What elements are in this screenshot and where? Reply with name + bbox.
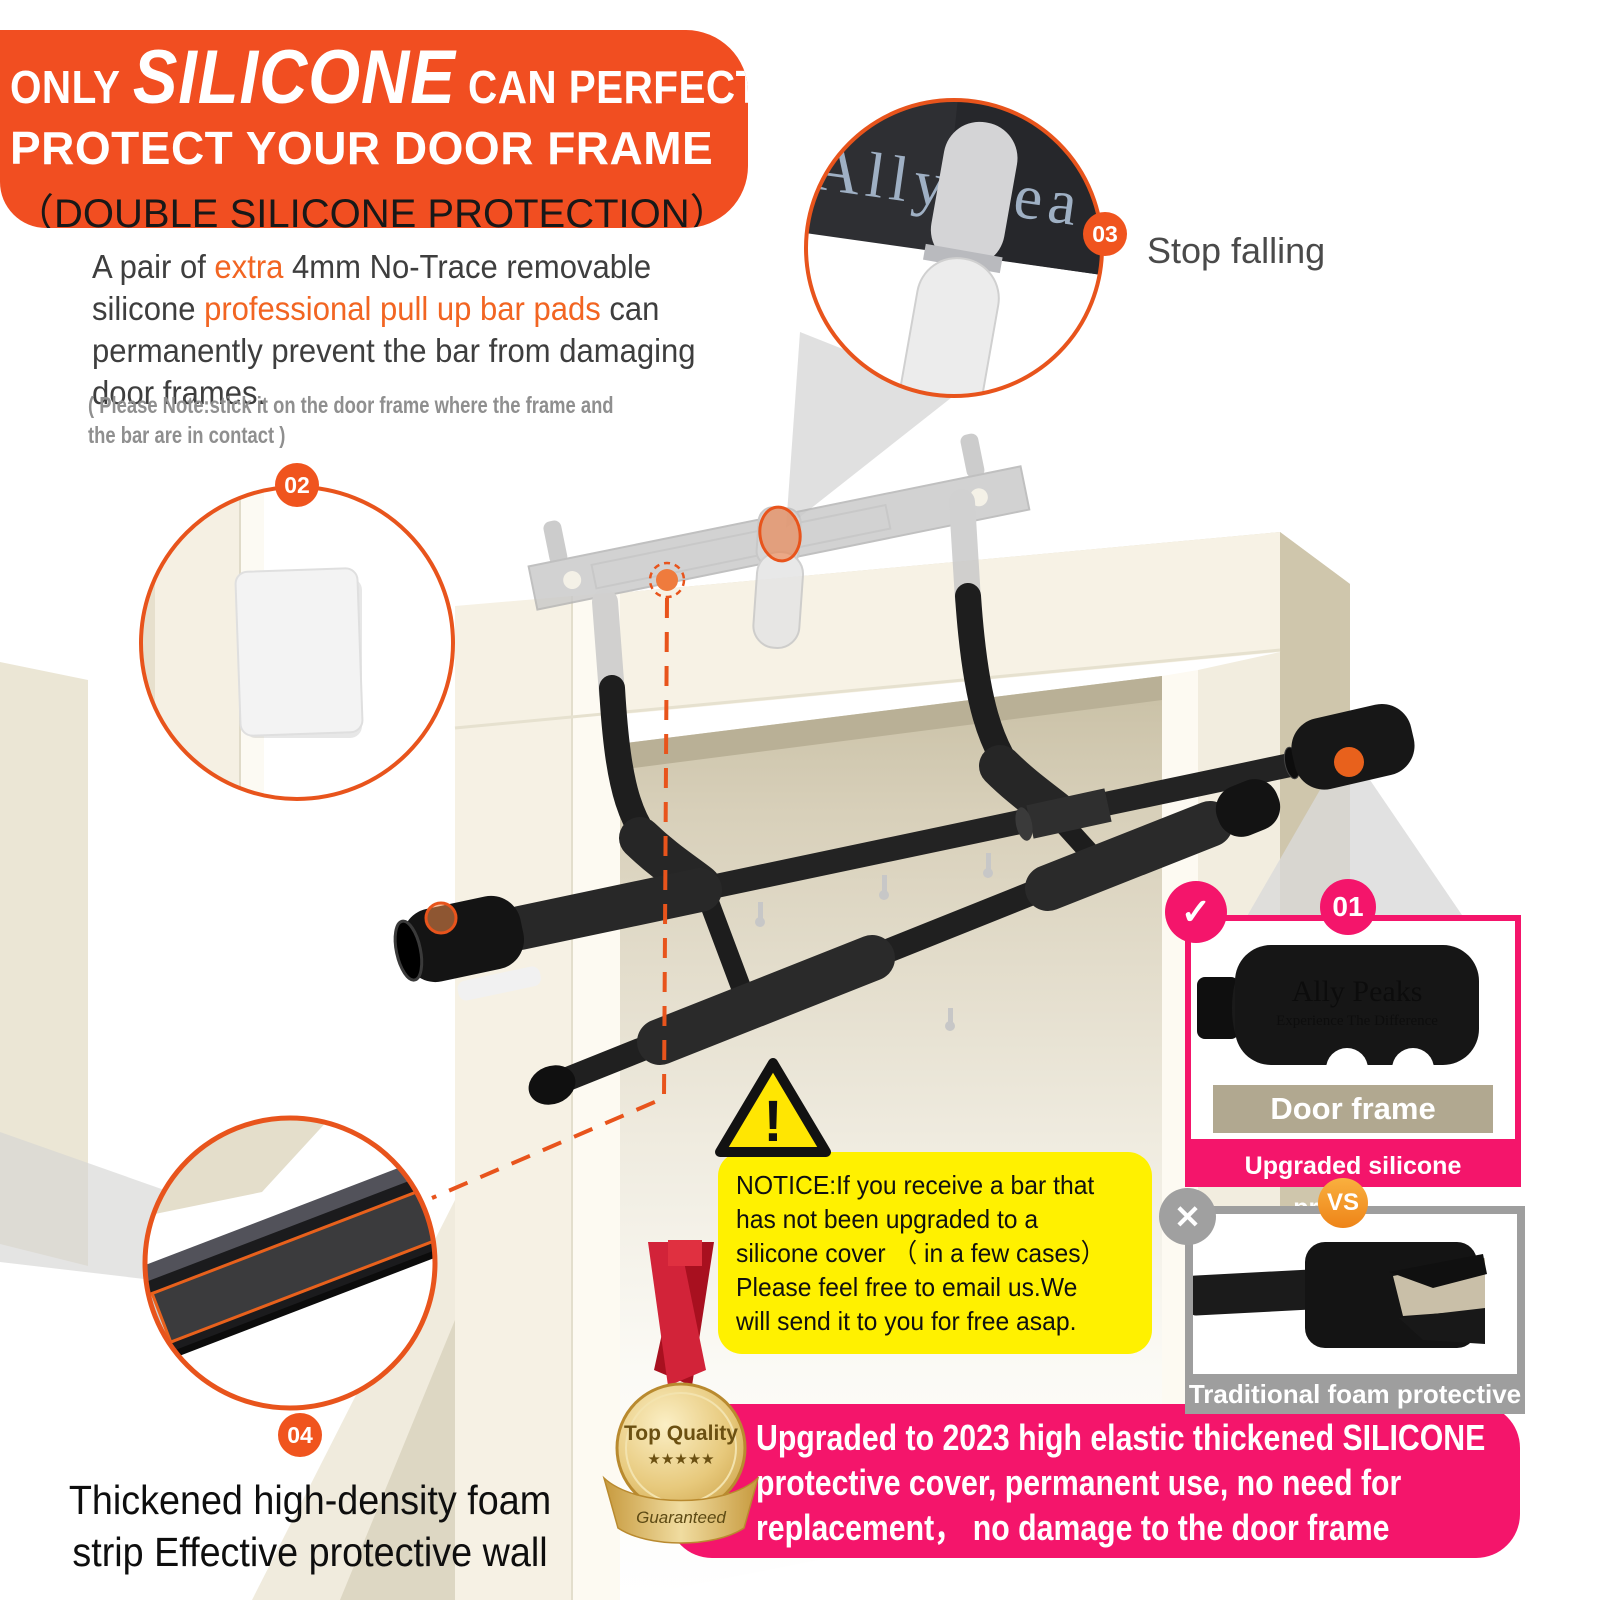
marker-right-cap bbox=[1334, 747, 1364, 777]
notice-line: NOTICE:If you receive a bar that bbox=[736, 1170, 1095, 1200]
caption-line1: Thickened high-density foam bbox=[68, 1477, 552, 1523]
badge-04: 04 bbox=[278, 1413, 322, 1457]
marker-left-cap bbox=[424, 901, 458, 935]
intro-text: permanently prevent the bar from damagin… bbox=[92, 332, 696, 369]
marker-strap bbox=[758, 505, 802, 563]
headline-line1: ONLY SILICONE CAN PERFECTLY bbox=[10, 34, 748, 121]
notice-box: NOTICE:If you receive a bar that has not… bbox=[718, 1152, 1152, 1354]
zoom-funnel-01 bbox=[1246, 776, 1464, 918]
door-frame-label: Door frame bbox=[1213, 1085, 1493, 1133]
intro-paragraph: A pair of extra 4mm No-Trace removable s… bbox=[92, 246, 696, 414]
headline-pre: ONLY bbox=[10, 61, 121, 113]
stop-falling-label: Stop falling bbox=[1147, 230, 1326, 271]
headline-silicone: SILICONE bbox=[132, 35, 456, 120]
banner-line1: Upgraded to 2023 high elastic thickened … bbox=[756, 1417, 1486, 1458]
note-line2: the bar are in contact ) bbox=[88, 422, 286, 448]
intro-text: 4mm No-Trace removable bbox=[283, 248, 652, 285]
damaged-foam-image bbox=[1193, 1242, 1487, 1348]
badge-02: 02 bbox=[275, 463, 319, 507]
banner-text: Upgraded to 2023 high elastic thickened … bbox=[756, 1415, 1485, 1550]
warning-icon: ! bbox=[715, 1058, 831, 1157]
notice-line: has not been upgraded to a bbox=[736, 1204, 1039, 1234]
bottom-banner: Upgraded to 2023 high elastic thickened … bbox=[668, 1404, 1520, 1558]
grip-tagline-text: Experience The Difference bbox=[1276, 1013, 1438, 1029]
headline-box: ONLY SILICONE CAN PERFECTLY PROTECT YOUR… bbox=[0, 30, 748, 228]
callout-guides bbox=[424, 505, 1364, 1200]
right-silicone-cap bbox=[1291, 703, 1415, 790]
ribbon-left bbox=[648, 1242, 706, 1386]
headline-post: CAN PERFECTLY bbox=[468, 61, 748, 113]
warning-glyph: ! bbox=[763, 1089, 782, 1154]
notice-line: silicone cover （ in a few cases） bbox=[736, 1238, 1106, 1268]
medal-ribbon-label: Guaranteed bbox=[636, 1508, 726, 1527]
door-contact-bar bbox=[393, 703, 1415, 1001]
notice-line: will send it to you for free asap. bbox=[736, 1306, 1077, 1336]
intro-text: door frames. bbox=[92, 374, 267, 411]
screws bbox=[755, 853, 993, 927]
banner-line2: protective cover, permanent use, no need… bbox=[756, 1462, 1402, 1503]
caption-line2: strip Effective protective wall bbox=[72, 1529, 548, 1575]
silicone-grip-image: Ally Peaks Experience The Difference bbox=[1197, 945, 1479, 1077]
silicone-pad bbox=[234, 567, 364, 737]
detail-circle-02 bbox=[139, 485, 455, 801]
x-icon: ✕ bbox=[1159, 1188, 1216, 1245]
note-line1: ( Please Note:stick it on the door frame… bbox=[88, 392, 614, 418]
intro-highlight-pads: professional pull up bar pads bbox=[204, 290, 601, 327]
marker-dot-top-bar bbox=[656, 569, 678, 591]
vs-badge: VS bbox=[1318, 1178, 1368, 1228]
intro-text: A pair of bbox=[92, 248, 215, 285]
top-quality-medal: Top Quality ★★★★★ Guaranteed bbox=[602, 1240, 760, 1544]
badge-03: 03 bbox=[1083, 212, 1127, 256]
badge-01: 01 bbox=[1320, 879, 1376, 935]
medal-stars: ★★★★★ bbox=[647, 1451, 714, 1468]
notice-line: Please feel free to email us.We bbox=[736, 1272, 1078, 1302]
detail-circle-04 bbox=[142, 1115, 438, 1411]
upgraded-silicone-box: Ally Peaks Experience The Difference Doo… bbox=[1185, 915, 1521, 1145]
headline-subtitle: （DOUBLE SILICONE PROTECTION） bbox=[14, 192, 730, 228]
note-text: ( Please Note:stick it on the door frame… bbox=[88, 390, 614, 450]
intro-highlight-extra: extra bbox=[214, 248, 284, 285]
grip-brand-text: Ally Peaks bbox=[1292, 975, 1423, 1008]
foam-strip-caption: Thickened high-density foam strip Effect… bbox=[43, 1474, 577, 1578]
medal-title: Top Quality bbox=[624, 1422, 738, 1445]
traditional-foam-box bbox=[1185, 1206, 1525, 1390]
intro-text: silicone bbox=[92, 290, 205, 327]
foam-strip-closeup bbox=[145, 1150, 435, 1372]
traditional-foam-label: Traditional foam protective bbox=[1185, 1374, 1525, 1414]
headline-line2: PROTECT YOUR DOOR FRAME bbox=[10, 122, 714, 174]
check-icon: ✓ bbox=[1165, 881, 1227, 943]
intro-text: can bbox=[600, 290, 660, 327]
banner-line3: replacement， no damage to the door frame bbox=[756, 1507, 1390, 1548]
front-grip-bar bbox=[528, 779, 1281, 1105]
